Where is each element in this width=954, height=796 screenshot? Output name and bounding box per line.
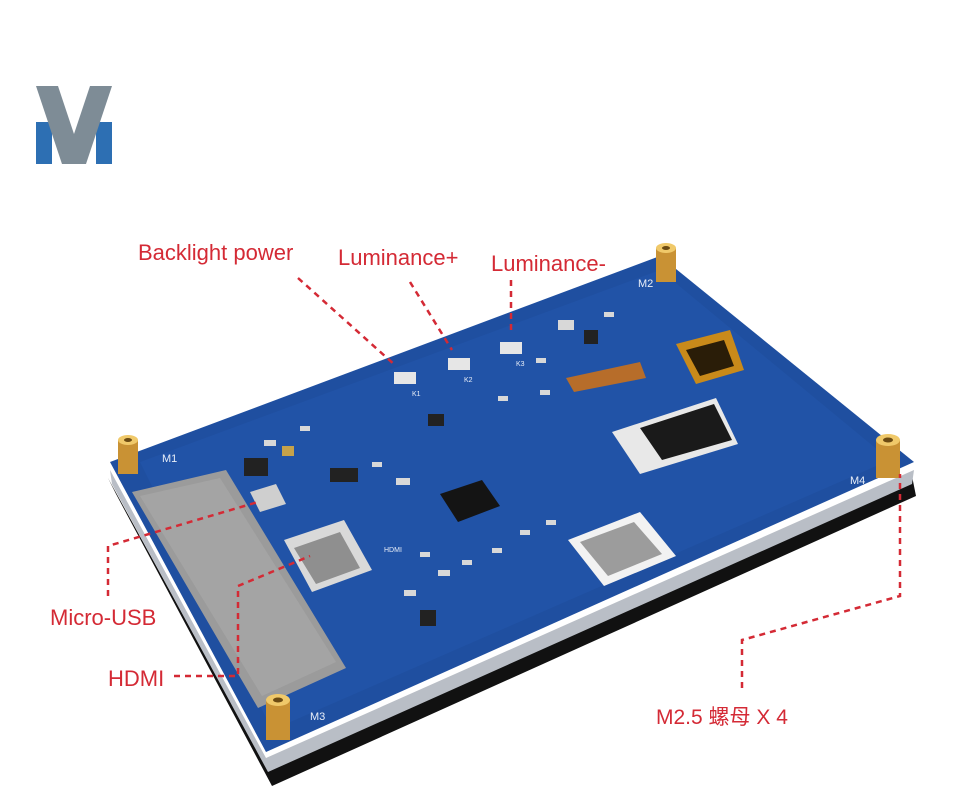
silk-hdmi: HDMI — [384, 547, 402, 554]
silk-m4: M4 — [850, 475, 865, 487]
standoff-m1 — [118, 435, 138, 474]
leader-nut — [740, 474, 902, 688]
label-luminance-minus: Luminance- — [491, 251, 606, 276]
pcb-highlight — [140, 270, 890, 730]
tactile-buttons — [394, 342, 522, 384]
leader-hdmi — [174, 554, 311, 678]
silk-m2: M2 — [638, 278, 653, 290]
leader-luminance-plus — [408, 281, 454, 351]
small-cable — [566, 362, 646, 392]
silk-k1: K1 — [412, 391, 421, 398]
leader-backlight — [297, 277, 397, 367]
leader-micro-usb — [106, 500, 259, 596]
silk-m1: M1 — [162, 453, 177, 465]
logo-v-gray — [36, 86, 112, 164]
logo-left-blue — [36, 122, 52, 164]
hdmi-port — [284, 520, 372, 592]
qr-code-label — [568, 512, 676, 586]
label-luminance-plus: Luminance+ — [338, 245, 459, 270]
standoff-m4 — [876, 434, 900, 478]
main-chip — [440, 480, 500, 522]
micro-usb-port — [250, 484, 286, 512]
smd-components — [244, 312, 614, 626]
label-hdmi: HDMI — [108, 666, 165, 691]
label-backlight-power: Backlight power — [138, 240, 294, 265]
label-micro-usb: Micro-USB — [50, 605, 157, 630]
metal-shield-inner — [140, 478, 336, 696]
label-m25-nut: M2.5 螺母 X 4 — [656, 706, 788, 729]
silk-m3: M3 — [310, 711, 325, 723]
silk-k2: K2 — [464, 377, 473, 384]
logo-right-blue — [96, 122, 112, 164]
silk-k3: K3 — [516, 361, 525, 368]
brass-standoffs — [118, 243, 900, 740]
fpc-ribbon — [640, 404, 732, 460]
standoff-m3 — [266, 694, 290, 740]
brand-logo — [36, 86, 112, 164]
annotation-leaders — [106, 277, 902, 688]
standoff-m2 — [656, 243, 676, 282]
